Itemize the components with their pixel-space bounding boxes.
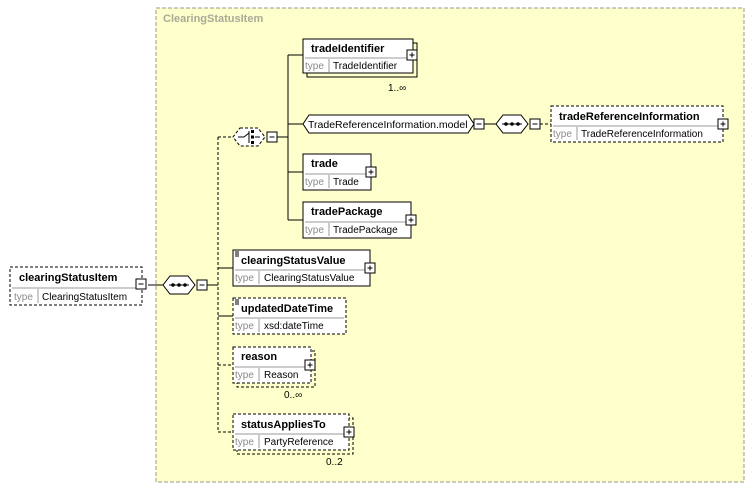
element-reason[interactable]: reason type Reason — [232, 346, 316, 388]
group-background — [155, 7, 745, 483]
root-element-name: clearingStatusItem — [19, 272, 118, 284]
trade-reference-information-type: TradeReferenceInformation — [581, 129, 703, 140]
sequence-collapse-toggle[interactable] — [196, 279, 208, 291]
clearing-status-value-type: ClearingStatusValue — [264, 273, 355, 284]
status-applies-to-type-keyword: type — [235, 437, 254, 448]
trade-identifier-type-keyword: type — [305, 61, 324, 72]
element-updated-date-time[interactable]: updatedDateTime type xsd:dateTime — [232, 297, 347, 335]
trade-package-type: TradePackage — [333, 225, 398, 236]
status-applies-to-cardinality: 0..2 — [326, 457, 343, 468]
updated-date-time-type: xsd:dateTime — [264, 321, 324, 332]
model-sequence-compositor[interactable] — [495, 114, 529, 134]
trade-expand-toggle[interactable] — [365, 166, 377, 178]
trade-name: trade — [311, 158, 338, 170]
trade-identifier-name: tradeIdentifier — [311, 43, 385, 55]
element-trade-reference-information[interactable]: tradeReferenceInformation type TradeRefe… — [550, 105, 724, 143]
model-group-collapse-toggle[interactable] — [473, 118, 485, 130]
connector-lines — [148, 54, 551, 433]
trade-package-expand-toggle[interactable] — [405, 214, 417, 226]
clearing-status-value-type-keyword: type — [235, 273, 254, 284]
element-trade-identifier[interactable]: tradeIdentifier type TradeIdentifier — [302, 38, 418, 78]
status-applies-to-expand-toggle[interactable] — [343, 426, 355, 438]
element-trade-package[interactable]: tradePackage type TradePackage — [302, 201, 412, 239]
reason-cardinality: 0..∞ — [284, 390, 302, 401]
choice-collapse-toggle[interactable] — [266, 131, 278, 143]
reason-name: reason — [241, 351, 277, 363]
root-type: ClearingStatusItem — [42, 292, 127, 303]
clearing-status-value-name: clearingStatusValue — [241, 255, 346, 267]
trade-reference-information-type-keyword: type — [553, 129, 572, 140]
root-collapse-toggle[interactable] — [135, 278, 147, 290]
trade-reference-information-name: tradeReferenceInformation — [559, 111, 700, 123]
trade-type: Trade — [333, 177, 359, 188]
sequence-compositor[interactable] — [162, 275, 196, 295]
trade-package-name: tradePackage — [311, 206, 383, 218]
clearing-status-value-expand-toggle[interactable] — [364, 262, 376, 274]
reason-type: Reason — [264, 370, 298, 381]
updated-date-time-name: updatedDateTime — [241, 303, 333, 315]
choice-compositor[interactable] — [232, 127, 266, 147]
status-applies-to-name: statusAppliesTo — [241, 419, 326, 431]
reason-expand-toggle[interactable] — [304, 359, 316, 371]
status-applies-to-type: PartyReference — [264, 437, 334, 448]
element-trade[interactable]: trade type Trade — [302, 153, 372, 191]
group-title: ClearingStatusItem — [163, 13, 263, 25]
trade-identifier-type: TradeIdentifier — [333, 61, 398, 72]
trade-identifier-expand-toggle[interactable] — [406, 49, 418, 61]
element-clearing-status-value[interactable]: clearingStatusValue type ClearingStatusV… — [232, 249, 371, 287]
trade-type-keyword: type — [305, 177, 324, 188]
model-group-label: TradeReferenceInformation.model — [308, 119, 468, 131]
reason-type-keyword: type — [235, 370, 254, 381]
model-group[interactable]: TradeReferenceInformation.model — [302, 114, 475, 134]
element-status-applies-to[interactable]: statusAppliesTo type PartyReference — [232, 413, 354, 455]
trade-package-type-keyword: type — [305, 225, 324, 236]
trade-reference-information-expand-toggle[interactable] — [717, 118, 729, 130]
root-element[interactable]: clearingStatusItem type ClearingStatusIt… — [9, 266, 143, 306]
trade-identifier-cardinality: 1..∞ — [388, 83, 406, 94]
model-sequence-collapse-toggle[interactable] — [529, 118, 541, 130]
root-type-keyword: type — [14, 292, 33, 303]
updated-date-time-type-keyword: type — [235, 321, 254, 332]
